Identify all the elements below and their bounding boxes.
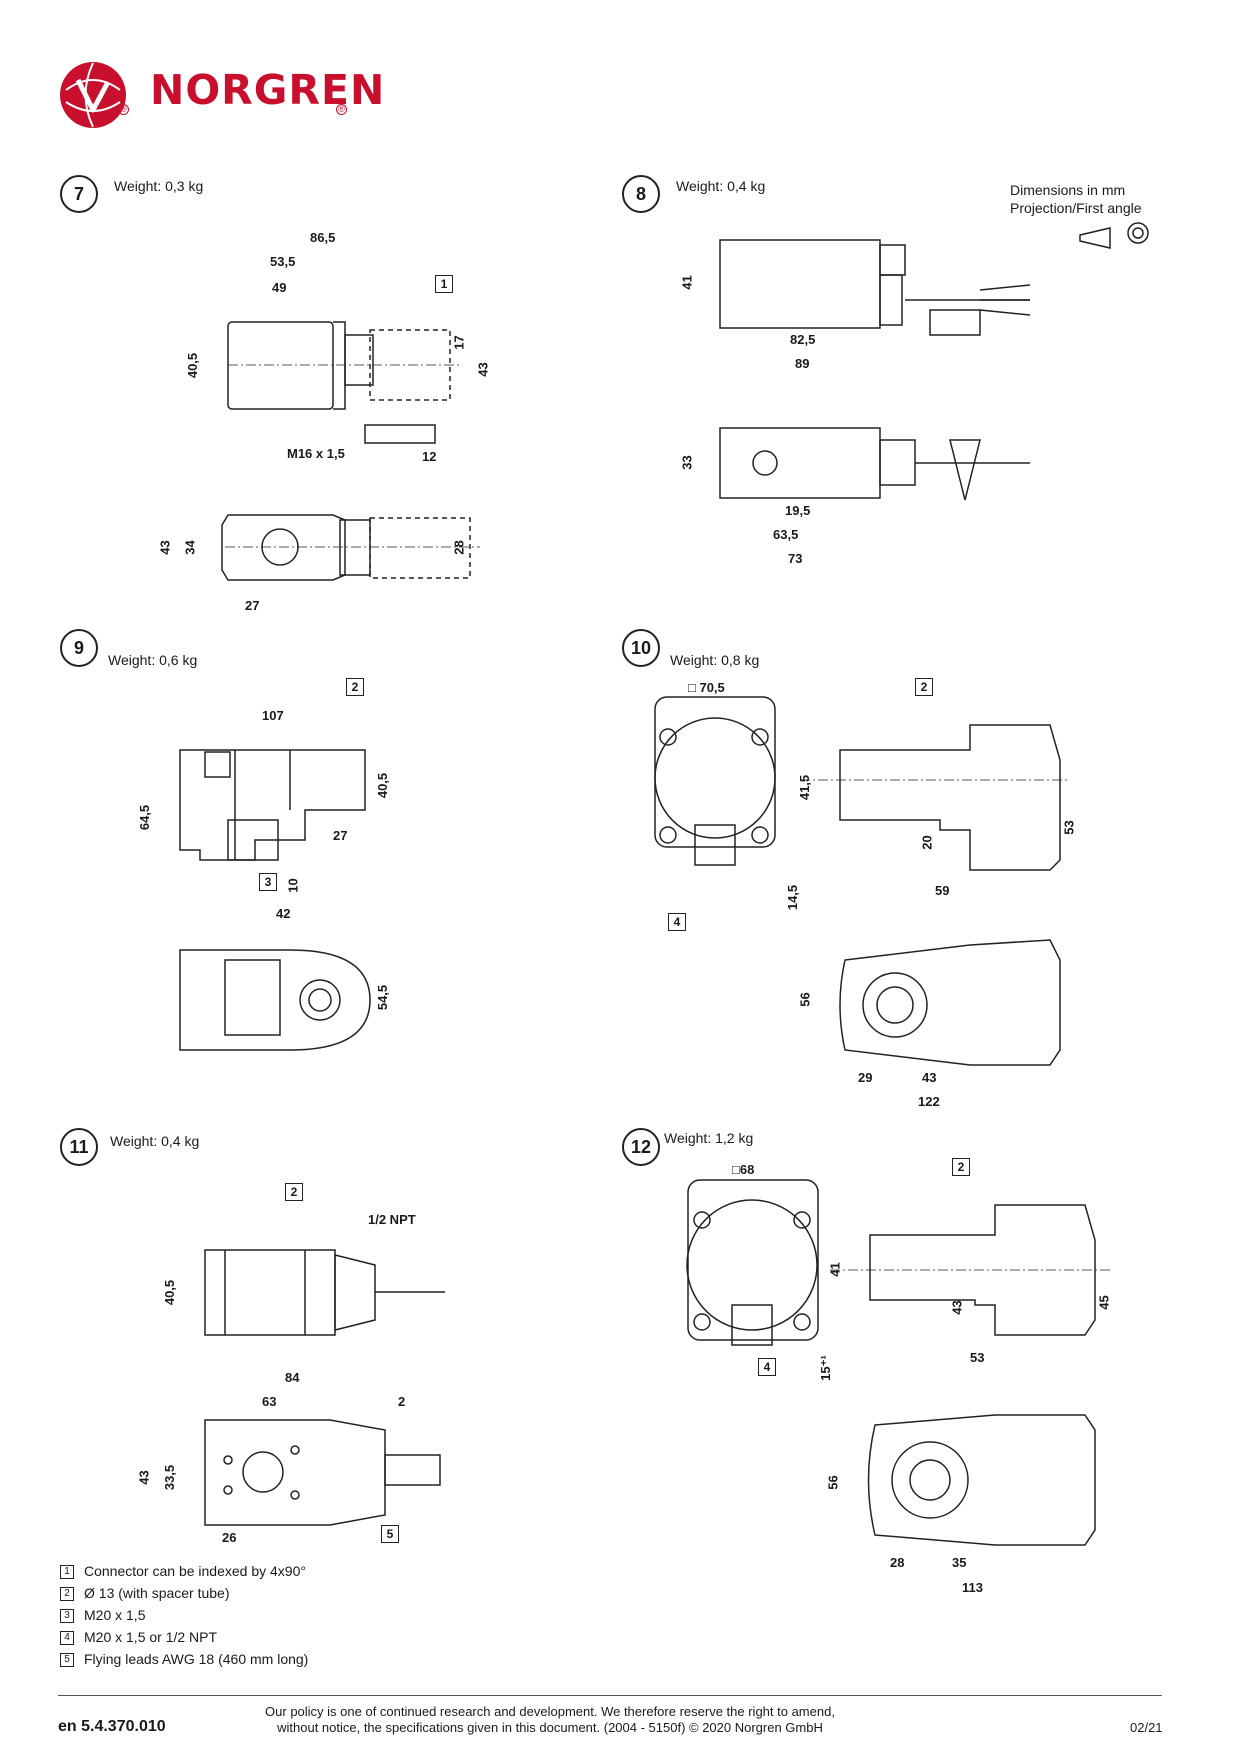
dim-8-73: 73 bbox=[788, 551, 803, 566]
dim-12-43: 43 bbox=[949, 1300, 965, 1315]
dim-9-42: 42 bbox=[276, 906, 291, 921]
dim-7-405: 40,5 bbox=[185, 352, 201, 379]
dim-10-53: 53 bbox=[1061, 820, 1077, 835]
dim-10-56: 56 bbox=[797, 992, 813, 1007]
dim-8-33: 33 bbox=[679, 455, 695, 470]
dim-10-122: 122 bbox=[918, 1094, 940, 1109]
weight-12: Weight: 1,2 kg bbox=[664, 1130, 754, 1146]
registered-mark-2: ® bbox=[336, 104, 347, 115]
dim-7-28: 28 bbox=[451, 540, 467, 555]
dim-12-113: 113 bbox=[962, 1580, 983, 1595]
projection-note: Projection/First angle bbox=[1010, 200, 1142, 216]
dim-11-43: 43 bbox=[136, 1470, 152, 1485]
figure-number-11: 11 bbox=[60, 1128, 98, 1166]
dim-8-195: 19,5 bbox=[785, 503, 811, 518]
dim-11-26: 26 bbox=[222, 1530, 237, 1545]
dim-11-405: 40,5 bbox=[162, 1279, 178, 1306]
dim-11-84: 84 bbox=[285, 1370, 300, 1385]
weight-9: Weight: 0,6 kg bbox=[108, 652, 198, 668]
dim-8-635: 63,5 bbox=[773, 527, 799, 542]
figure-number-10: 10 bbox=[622, 629, 660, 667]
dim-10-43: 43 bbox=[922, 1070, 937, 1085]
dim-11-63: 63 bbox=[262, 1394, 277, 1409]
weight-7: Weight: 0,3 kg bbox=[114, 178, 204, 194]
dim-12-56: 56 bbox=[825, 1475, 841, 1490]
footer-divider bbox=[58, 1695, 1162, 1696]
dim-10-705: □ 70,5 bbox=[688, 680, 725, 695]
dim-10-20: 20 bbox=[919, 835, 935, 850]
norgren-globe-icon bbox=[60, 62, 126, 128]
weight-10: Weight: 0,8 kg bbox=[670, 652, 760, 668]
figure-number-12: 12 bbox=[622, 1128, 660, 1166]
callout-5: 5 bbox=[381, 1525, 399, 1543]
dim-9-545: 54,5 bbox=[375, 984, 391, 1011]
dimensions-unit-note: Dimensions in mm bbox=[1010, 182, 1126, 198]
policy-line-1: Our policy is one of continued research … bbox=[265, 1704, 835, 1719]
figure-number-8: 8 bbox=[622, 175, 660, 213]
policy-line-2: without notice, the specifications given… bbox=[277, 1720, 823, 1735]
callout-2-fig9: 2 bbox=[346, 678, 364, 696]
dim-9-405: 40,5 bbox=[375, 772, 391, 799]
policy-text: Our policy is one of continued research … bbox=[240, 1704, 860, 1736]
dim-9-27: 27 bbox=[333, 828, 348, 843]
dim-12-28: 28 bbox=[890, 1555, 905, 1570]
dim-7-17: 17 bbox=[451, 335, 467, 350]
dim-12-35: 35 bbox=[952, 1555, 967, 1570]
document-code: en 5.4.370.010 bbox=[58, 1718, 166, 1735]
dim-12-68: □68 bbox=[732, 1162, 755, 1177]
dim-10-415: 41,5 bbox=[797, 774, 813, 801]
callout-2-fig11: 2 bbox=[285, 1183, 303, 1201]
dim-8-825: 82,5 bbox=[790, 332, 816, 347]
weight-8: Weight: 0,4 kg bbox=[676, 178, 766, 194]
dim-9-645: 64,5 bbox=[137, 804, 153, 831]
dim-8-41: 41 bbox=[679, 275, 695, 290]
dim-7-535: 53,5 bbox=[270, 254, 296, 269]
dim-11-npt: 1/2 NPT bbox=[368, 1212, 416, 1227]
dim-8-89: 89 bbox=[795, 356, 810, 371]
weight-11: Weight: 0,4 kg bbox=[110, 1133, 200, 1149]
dim-12-45: 45 bbox=[1096, 1295, 1112, 1310]
callout-2-fig10: 2 bbox=[915, 678, 933, 696]
figure-number-9: 9 bbox=[60, 629, 98, 667]
dim-9-107: 107 bbox=[262, 708, 284, 723]
registered-mark-1: ® bbox=[118, 104, 129, 115]
dim-11-335: 33,5 bbox=[162, 1464, 178, 1491]
dim-10-29: 29 bbox=[858, 1070, 873, 1085]
dim-9-10: 10 bbox=[285, 878, 301, 893]
dim-12-53: 53 bbox=[970, 1350, 985, 1365]
dim-7-49: 49 bbox=[272, 280, 287, 295]
dim-7-34: 34 bbox=[182, 540, 198, 555]
document-date: 02/21 bbox=[1130, 1720, 1163, 1735]
callout-3: 3 bbox=[259, 873, 277, 891]
callout-4-fig12: 4 bbox=[758, 1358, 776, 1376]
dim-11-2: 2 bbox=[398, 1394, 406, 1409]
norgren-logo: ® NORGREN ® bbox=[58, 60, 398, 130]
callout-2-fig12: 2 bbox=[952, 1158, 970, 1176]
dim-10-145: 14,5 bbox=[785, 884, 801, 911]
callout-4-fig10: 4 bbox=[668, 913, 686, 931]
dim-7-43: 43 bbox=[475, 362, 491, 377]
dim-7-865: 86,5 bbox=[310, 230, 336, 245]
dim-7-43b: 43 bbox=[157, 540, 173, 555]
dim-7-m16: M16 x 1,5 bbox=[287, 446, 345, 461]
dim-10-59: 59 bbox=[935, 883, 950, 898]
dim-7-12: 12 bbox=[422, 449, 437, 464]
dim-12-15: 15⁺¹ bbox=[817, 1355, 833, 1381]
figure-number-7: 7 bbox=[60, 175, 98, 213]
callout-1: 1 bbox=[435, 275, 453, 293]
dim-12-41: 41 bbox=[827, 1262, 843, 1277]
dim-7-27: 27 bbox=[245, 598, 260, 613]
